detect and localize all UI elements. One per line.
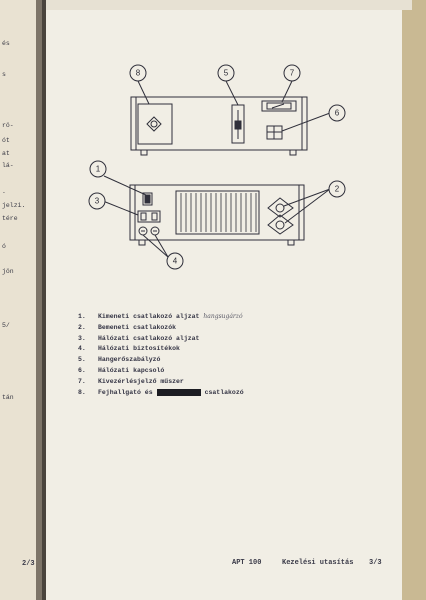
legend-text: Kimeneti csatlakozó aljzat (98, 313, 200, 320)
legend-number: 7. (78, 377, 86, 385)
legend-text: Hálózati biztosítékok (98, 345, 180, 353)
left-page-text: . (2, 188, 6, 195)
footer-model: APT 100 (232, 559, 262, 567)
left-page-text: 5/ (2, 322, 10, 329)
legend-number: 6. (78, 366, 86, 374)
legend-item: 1. Kimeneti csatlakozó aljzat hangsugárz… (78, 313, 244, 324)
legend-text: Hálózati kapcsoló (98, 366, 165, 374)
legend-text: Bemeneti csatlakozók (98, 323, 177, 331)
legend-item: 7. Kivezérlésjelző műszer (78, 378, 244, 389)
legend-text: Fejhallgató és (98, 388, 153, 396)
legend-text: Hangerőszabályzó (98, 356, 161, 364)
left-page-text: ó (2, 243, 6, 250)
left-page-text: at (2, 150, 10, 157)
left-page-text: tére (2, 215, 18, 222)
legend-number: 5. (78, 356, 86, 364)
footer-title: Kezelési utasítás (282, 559, 354, 567)
legend-item: 4. Hálózati biztosítékok (78, 345, 244, 356)
callout-label-2: 2 (335, 185, 340, 194)
callout-label-7: 7 (290, 69, 295, 78)
legend-text-suffix: csatlakozó (204, 388, 244, 396)
left-page-text: jelzi. (2, 202, 26, 209)
left-page-text: rö- (2, 122, 14, 129)
legend-number: 2. (78, 323, 86, 331)
legend-number: 4. (78, 345, 86, 353)
legend-item: 2. Bemeneti csatlakozók (78, 324, 244, 335)
callout-label-4: 4 (173, 257, 178, 266)
legend-item: 6. Hálózati kapcsoló (78, 367, 244, 378)
callout-label-8: 8 (136, 69, 141, 78)
legend-item: 5. Hangerőszabályzó (78, 356, 244, 367)
left-page-text: tán (2, 394, 14, 401)
rear-view-diagram (102, 175, 331, 258)
callout-label-6: 6 (335, 109, 340, 118)
left-page-text: lá- (2, 162, 14, 169)
left-page-text: és (2, 40, 10, 47)
legend-number: 8. (78, 388, 86, 396)
callout-markers (88, 64, 346, 270)
redaction-bar (156, 388, 201, 396)
callout-label-3: 3 (95, 197, 100, 206)
left-page-text: s (2, 71, 6, 78)
callout-label-1: 1 (96, 165, 101, 174)
left-page-text: ót (2, 137, 10, 144)
legend-item: 3. Hálózati csatlakozó aljzat (78, 335, 244, 346)
legend-text: Kivezérlésjelző műszer (98, 377, 184, 385)
legend-text: Hálózati csatlakozó aljzat (98, 334, 200, 342)
front-view-diagram (130, 80, 331, 156)
callout-label-5: 5 (224, 69, 229, 78)
page-number: 3/3 (369, 559, 382, 567)
legend-number: 1. (78, 313, 86, 320)
previous-page-number: 2/3 (22, 560, 35, 568)
left-page-text: jön (2, 268, 14, 275)
legend-number: 3. (78, 334, 86, 342)
legend-item: 8. Fejhallgató és csatlakozó (78, 388, 244, 400)
legend-list: 1. Kimeneti csatlakozó aljzat hangsugárz… (78, 313, 244, 399)
handwritten-note: hangsugárzó (203, 313, 243, 320)
